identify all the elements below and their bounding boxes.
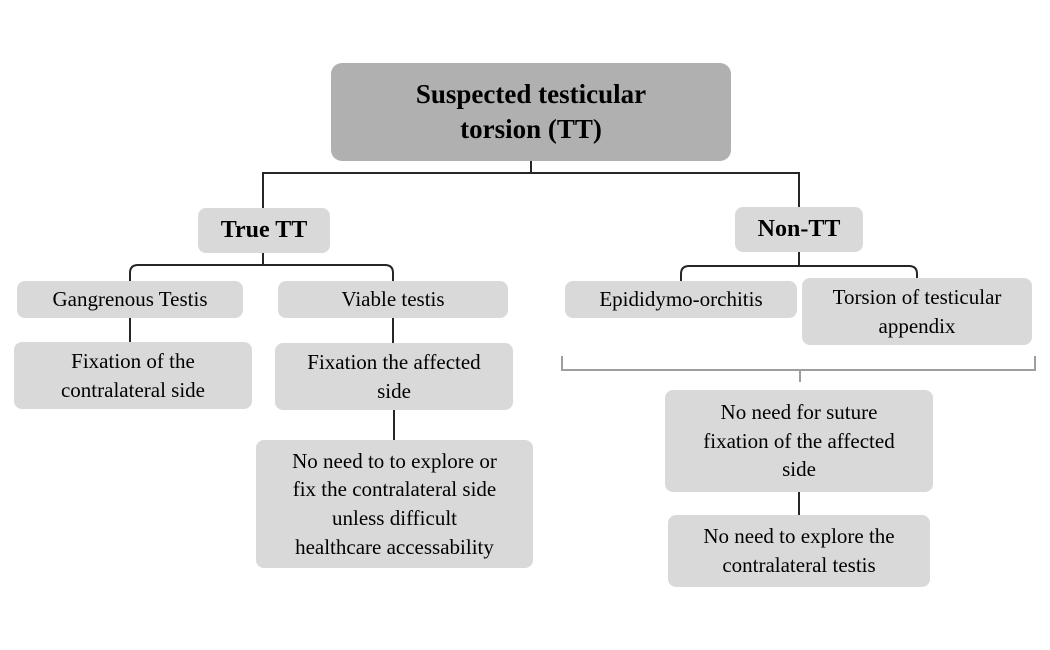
connector-true-tt-bracket <box>129 264 394 281</box>
node-viable-testis: Viable testis <box>278 281 508 318</box>
node-non-tt: Non-TT <box>735 207 863 252</box>
node-gangrenous-testis: Gangrenous Testis <box>17 281 243 318</box>
node-no-suture-fixation: No need for suture fixation of the affec… <box>665 390 933 492</box>
node-true-tt: True TT <box>198 208 330 253</box>
node-suspected-torsion: Suspected testicular torsion (TT) <box>331 63 731 161</box>
node-fixation-affected: Fixation the affected side <box>275 343 513 410</box>
node-epididymo-orchitis: Epididymo-orchitis <box>565 281 797 318</box>
node-no-explore-contralateral: No need to explore the contralateral tes… <box>668 515 930 587</box>
bracket-non-tt-group <box>561 356 1036 371</box>
node-fixation-contralateral: Fixation of the contralateral side <box>14 342 252 409</box>
node-no-explore-note: No need to to explore or fix the contral… <box>256 440 533 568</box>
connector-root-split <box>262 172 800 208</box>
node-torsion-appendix: Torsion of testicular appendix <box>802 278 1032 345</box>
